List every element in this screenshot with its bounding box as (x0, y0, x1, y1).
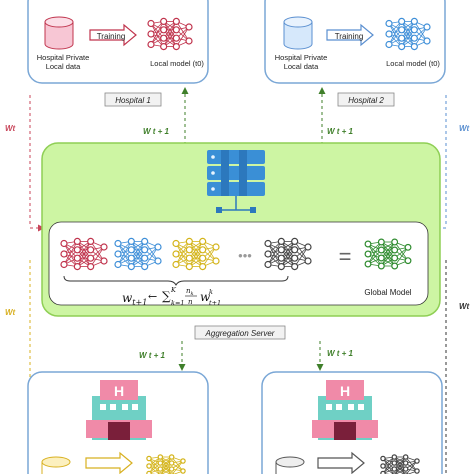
data-label-line2: Local data (46, 62, 81, 71)
svg-text:K: K (170, 286, 177, 294)
global-model-icon (364, 238, 412, 270)
download-arrows: W t + 1 W t + 1 (139, 341, 354, 371)
training-arrow (85, 451, 133, 474)
local-model-neural-network-icon (385, 17, 431, 51)
hospital-letter: H (114, 383, 124, 399)
hospital-1-panel: Training Hospital Private Local data Loc… (27, 0, 209, 84)
local-model-label: Local model (t0) (150, 59, 204, 68)
wt1-down-right-label: W t + 1 (327, 349, 354, 358)
hospital-building-icon: H (86, 380, 152, 440)
database-icon (44, 16, 74, 50)
hospital-3-panel: H (27, 371, 209, 474)
training-arrow (89, 23, 137, 47)
svg-text:∑: ∑ (162, 289, 171, 303)
database-icon (41, 456, 71, 474)
data-label-line2: Local data (284, 62, 319, 71)
hospital-1-tag-label: Hospital 1 (115, 96, 151, 105)
local-model-neural-network-icon (147, 17, 193, 51)
svg-text:nk: nk (186, 287, 194, 297)
local-model-label: Local model (t0) (386, 59, 440, 68)
upload-arrows: W t + 1 W t + 1 (143, 87, 354, 145)
local-model-icon-hospital-k (264, 237, 312, 271)
ellipsis: ••• (238, 248, 252, 263)
local-model-neural-network-icon (380, 454, 420, 474)
aggregation-server-tag-label: Aggregation Server (205, 329, 275, 338)
global-model-label: Global Model (364, 288, 411, 297)
svg-text:n: n (188, 298, 193, 306)
wt-right-label: Wt (459, 124, 470, 133)
hospital-letter: H (340, 383, 350, 399)
equals-sign: = (339, 244, 352, 269)
hospital-2-tag: Hospital 2 (337, 92, 395, 107)
hospital-k-panel: H (261, 371, 443, 474)
database-icon (283, 16, 313, 50)
database-icon (275, 456, 305, 474)
wt1-down-left-label: W t + 1 (139, 351, 166, 360)
hospital-2-panel: Training Hospital Private Local data Loc… (264, 0, 446, 84)
svg-text:←: ← (148, 290, 157, 303)
wt1-up-left-label: W t + 1 (143, 127, 170, 136)
local-model-icon-hospital-3 (172, 237, 220, 271)
local-model-icon-hospital-2 (114, 237, 162, 271)
training-arrow (326, 23, 374, 47)
wt-left-label: Wt (5, 124, 16, 133)
training-label: Training (335, 32, 364, 41)
svg-text:t+1: t+1 (209, 299, 221, 307)
server-icon (207, 150, 265, 213)
wt-left-lower-label: Wt (5, 308, 16, 317)
data-label-line1: Hospital Private (37, 53, 90, 62)
hospital-1-tag: Hospital 1 (104, 92, 162, 107)
training-arrow (317, 451, 365, 474)
wt1-up-right-label: W t + 1 (327, 127, 354, 136)
wt-right-lower-label: Wt (459, 302, 470, 311)
training-label: Training (97, 32, 126, 41)
data-label-line1: Hospital Private (275, 53, 328, 62)
local-model-icon-hospital-1 (60, 237, 108, 271)
svg-text:k: k (209, 288, 213, 296)
aggregation-server-tag: Aggregation Server (194, 325, 286, 340)
svg-text:w: w (200, 290, 211, 304)
hospital-building-icon: H (312, 380, 378, 440)
aggregation-brace (63, 275, 289, 287)
aggregation-server-panel: ••• = wt+1 ← ∑ K k=1 nk n w k t+1 Global… (41, 142, 441, 317)
svg-text:k=1: k=1 (171, 299, 185, 307)
hospital-2-tag-label: Hospital 2 (348, 96, 384, 105)
